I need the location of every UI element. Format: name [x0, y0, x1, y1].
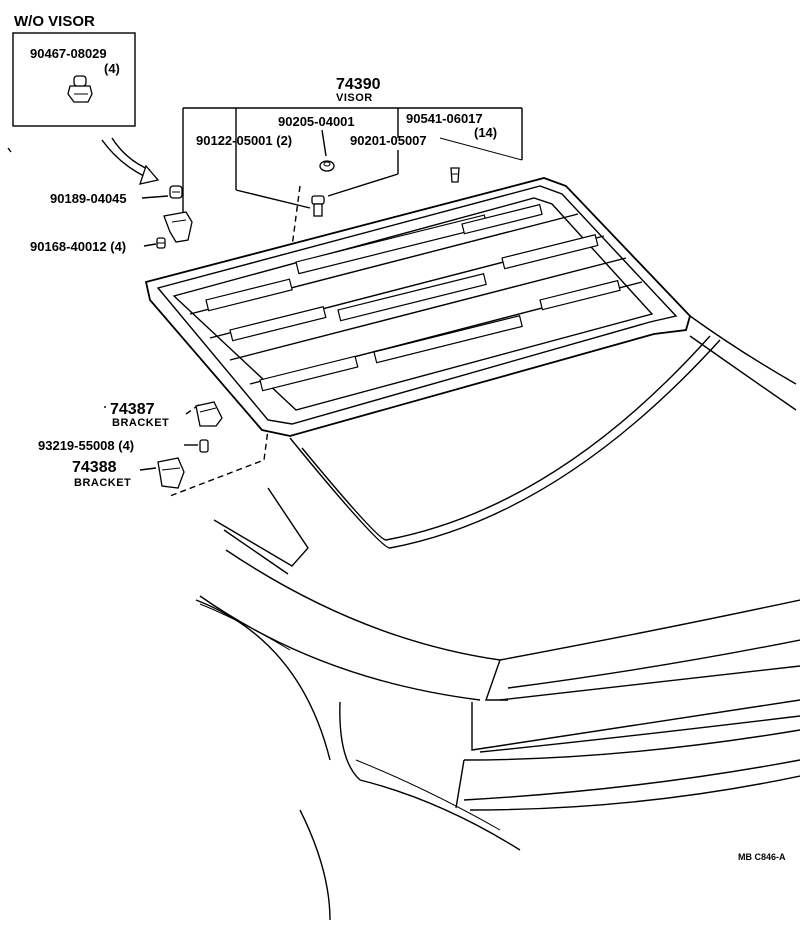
screw-90168-icon: [156, 237, 166, 249]
inset-arrow-icon: [101, 137, 160, 185]
label-90122-05001: 90122-05001 (2): [196, 133, 292, 148]
nut-90205-icon: [319, 160, 335, 172]
visor-slots: [205, 203, 621, 392]
clip-90189-icon: [169, 185, 183, 199]
label-93219-55008: 93219-55008 (4): [38, 438, 134, 453]
car-body-outline: [195, 315, 800, 921]
bolt-90201-icon: [311, 195, 325, 217]
assembly-part-number: 74390: [336, 76, 381, 93]
hinge-bracket-icon: [163, 211, 193, 243]
stray-mark: [7, 147, 12, 153]
fastener-leaders: [141, 129, 523, 247]
bracket-74388-icon: [157, 457, 185, 489]
assembly-part-name: VISOR: [336, 92, 373, 104]
leader-74388: [139, 467, 157, 471]
label-90189-04045: 90189-04045: [50, 191, 127, 206]
clip-fastener-icon: [67, 75, 93, 103]
inset-wo-visor: W/O VISOR 90467-08029 (4): [12, 13, 136, 127]
label-90168-40012: 90168-40012 (4): [30, 239, 126, 254]
label-74387-name: BRACKET: [112, 417, 169, 429]
label-74388: 74388: [72, 459, 117, 476]
label-90541-qty: (14): [474, 125, 497, 140]
label-90541-06017: 90541-06017: [406, 111, 483, 126]
screw-93219-icon: [199, 439, 209, 453]
inset-frame: [12, 32, 136, 127]
visor-panel: [144, 177, 692, 437]
label-74388-name: BRACKET: [74, 477, 131, 489]
assembly-leader-lines: [182, 107, 523, 230]
inset-title: W/O VISOR: [14, 13, 95, 30]
label-90201-05007: 90201-05007: [350, 133, 427, 148]
diagram-code: MB C846-A: [738, 852, 786, 862]
rivet-90541-icon: [450, 167, 460, 183]
label-74387: 74387: [110, 401, 155, 418]
inset-part-qty: (4): [104, 61, 120, 76]
assembly-label: 74390 VISOR: [336, 76, 381, 104]
inset-part-number: 90467-08029: [30, 46, 107, 61]
label-90205-04001: 90205-04001: [278, 114, 355, 129]
bracket-74387-icon: [195, 401, 223, 427]
